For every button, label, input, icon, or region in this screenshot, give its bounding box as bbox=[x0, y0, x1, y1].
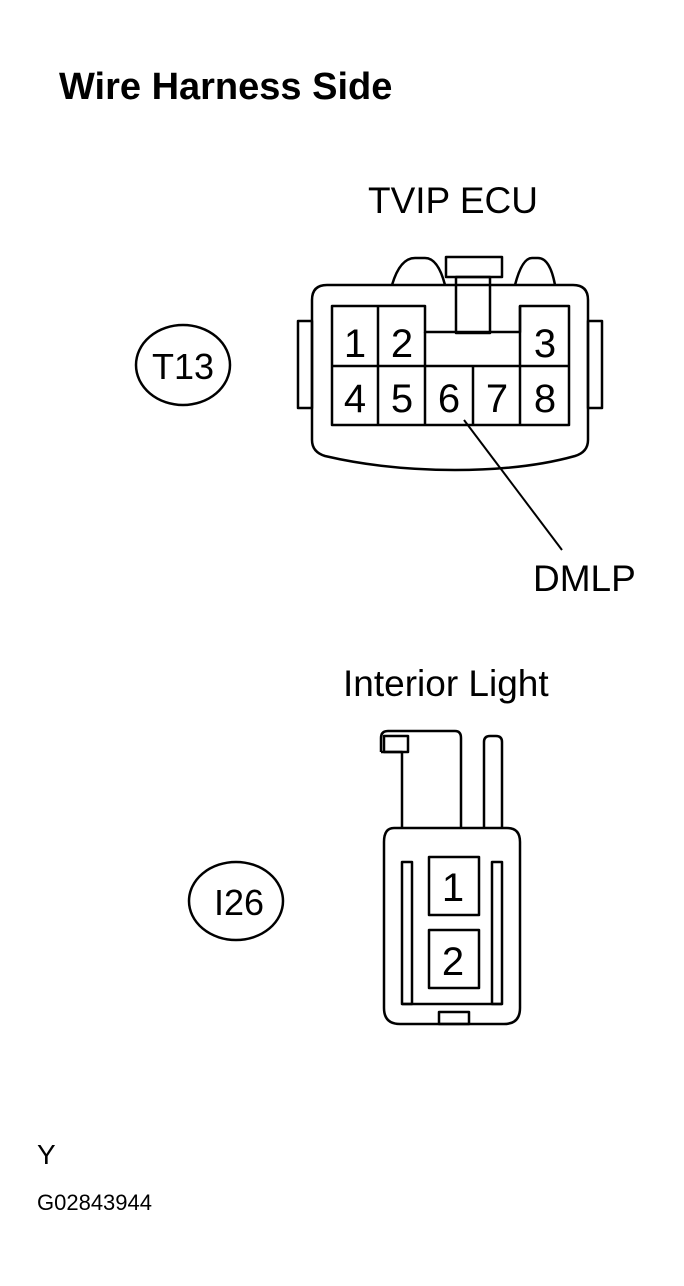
pin-label: 1 bbox=[442, 866, 464, 910]
pin-label: 3 bbox=[534, 322, 556, 366]
pin-label: 8 bbox=[534, 377, 556, 421]
connector-code-bubble-t13 bbox=[134, 323, 232, 407]
latch-stem-left bbox=[381, 750, 404, 828]
latch-hook bbox=[382, 734, 410, 754]
connector-body-i26 bbox=[382, 826, 522, 1026]
connector-code-t13: T13 bbox=[152, 346, 214, 387]
pin-cavity-1 bbox=[427, 855, 481, 917]
connector-code-bubble-i26 bbox=[187, 860, 285, 942]
pin-label: 2 bbox=[442, 940, 464, 984]
connector-name-tvip-ecu: TVIP ECU bbox=[368, 180, 538, 221]
callout-leader-line bbox=[463, 419, 563, 551]
pin-label: 4 bbox=[344, 377, 366, 421]
pin-label: 7 bbox=[486, 377, 508, 421]
connector-flange-right bbox=[586, 319, 604, 410]
pin-label: 5 bbox=[391, 377, 413, 421]
connector-code-i26: I26 bbox=[214, 882, 264, 923]
connector-i26: I26 1 2 bbox=[187, 729, 522, 1026]
connector-t13: T13 1 2 3 4 5 6 7 8 bbox=[134, 255, 604, 551]
body-bottom-key bbox=[437, 1010, 471, 1026]
pin-label: 6 bbox=[438, 377, 460, 421]
connector-name-interior-light: Interior Light bbox=[343, 663, 549, 704]
body-rib-right bbox=[490, 860, 504, 1006]
latch-right-bump bbox=[513, 256, 557, 286]
connector-body-t13 bbox=[310, 283, 590, 472]
latch-left-bump bbox=[390, 256, 447, 286]
callout-label-dmlp: DMLP bbox=[533, 558, 636, 599]
connector-flange-left bbox=[296, 319, 314, 410]
body-rib-left bbox=[400, 860, 414, 1006]
pin-cavity-2 bbox=[427, 928, 481, 990]
latch-top-tab bbox=[444, 255, 504, 279]
page-title: Wire Harness Side bbox=[59, 66, 393, 108]
pin-label: 2 bbox=[391, 322, 413, 366]
latch-tab-right bbox=[482, 734, 504, 828]
pin-label: 1 bbox=[344, 322, 366, 366]
footer-marker: Y bbox=[37, 1139, 56, 1170]
figure-id: G02843944 bbox=[37, 1190, 152, 1215]
latch-arm bbox=[379, 729, 463, 828]
